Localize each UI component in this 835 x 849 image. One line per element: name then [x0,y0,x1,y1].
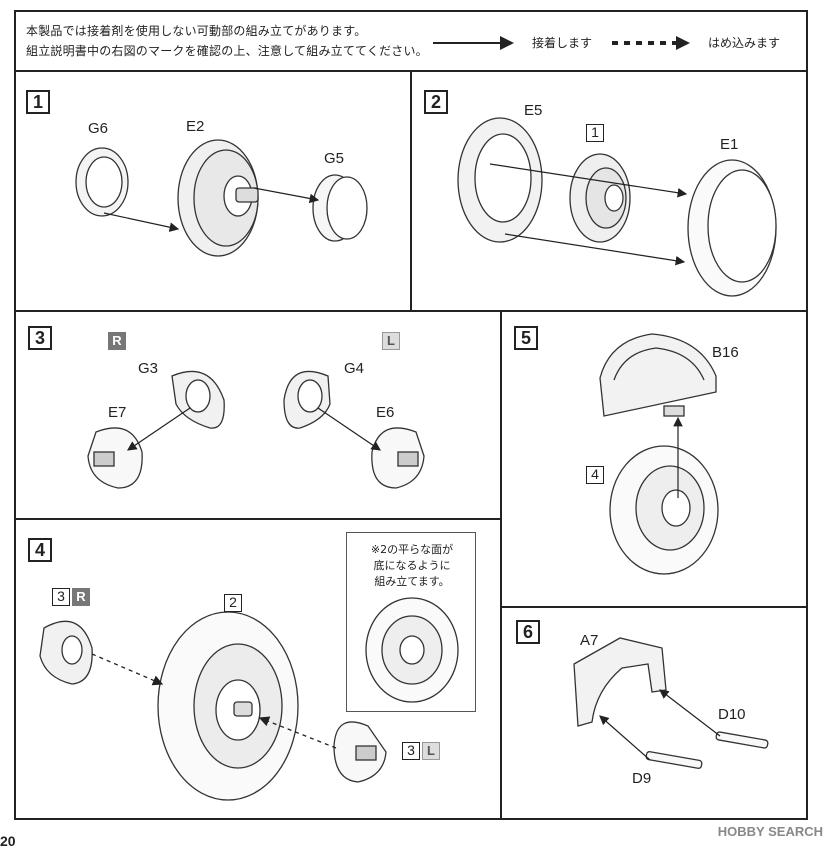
header: 本製品では接着剤を使用しない可動部の組み立てがあります。 組立説明書中の右図のマ… [14,10,808,72]
label-d9: D9 [632,770,652,787]
part-a7-drawing [573,637,667,727]
header-note-2: 組立説明書中の右図のマークを確認の上、注意して組み立ててください。 [26,44,428,58]
label-step3-ref-l-badge: L [422,742,440,760]
label-e1: E1 [720,136,739,153]
divider-h2 [14,518,502,520]
label-g6: G6 [88,120,109,137]
label-e5: E5 [524,102,543,119]
part-d9-drawing [645,751,703,769]
instruction-frame [14,10,808,820]
inset-note-box: ※2の平らな面が 底になるように 組み立てます。 [346,532,476,712]
page-number: 20 [0,833,16,849]
label-a7: A7 [580,632,599,649]
label-step3-ref-r-badge: R [72,588,90,606]
divider-v1 [410,72,412,310]
label-g5: G5 [324,150,345,167]
watermark: HOBBY SEARCH [717,824,823,839]
left-side-badge: L [382,332,400,350]
part-e1-drawing [687,159,777,297]
label-step3-ref-l: 3 [402,742,420,760]
label-g3: G3 [138,360,159,377]
divider-h3 [500,606,808,608]
step-6-number: 6 [516,620,540,644]
part-d10-drawing [715,731,769,749]
divider-v2 [500,310,502,820]
inset-note-line-1: ※2の平らな面が [370,543,454,556]
part-b16-drawing [599,333,717,417]
label-b16: B16 [712,344,739,361]
label-step2-ref: 2 [224,594,242,612]
legend-fit-label: はめ込みます [708,36,781,50]
part-e7-drawing [87,427,143,489]
part-step4-wheel-drawing [609,445,719,575]
label-step3-ref-r: 3 [52,588,70,606]
part-step2-wheel-drawing [157,611,299,801]
legend-solid-arrow [433,36,514,50]
right-side-badge: R [108,332,126,350]
inset-note-line-3: 組み立てます。 [374,575,450,588]
divider-h1 [14,310,808,312]
part-g4-drawing [283,370,331,429]
label-e2: E2 [186,118,205,135]
label-g4: G4 [344,360,365,377]
part-e5-drawing [457,117,543,243]
label-e6: E6 [376,404,395,421]
label-e7: E7 [108,404,127,421]
part-step3r-subassembly-drawing [39,620,93,685]
step-3-number: 3 [28,326,52,350]
step-4-number: 4 [28,538,52,562]
label-step4-ref: 4 [586,466,604,484]
label-d10: D10 [718,706,746,723]
step-2-number: 2 [424,90,448,114]
header-note-1: 本製品では接着剤を使用しない可動部の組み立てがあります。 [26,24,367,38]
part-e2-drawing [177,139,259,257]
part-g6-drawing [75,147,129,217]
legend-glue-label: 接着します [532,36,593,50]
part-g5-drawing [312,174,368,242]
part-e6-drawing [371,427,425,489]
inset-note-line-2: 底になるように [373,559,451,572]
label-step1-ref: 1 [586,124,604,142]
part-step1-subassembly-drawing [569,153,631,243]
part-g3-drawing [171,370,225,429]
step-5-number: 5 [514,326,538,350]
step-1-number: 1 [26,90,50,114]
legend-dashed-arrow [612,36,690,50]
part-step3l-subassembly-drawing [333,721,387,783]
inset-wheel-drawing [365,597,459,703]
